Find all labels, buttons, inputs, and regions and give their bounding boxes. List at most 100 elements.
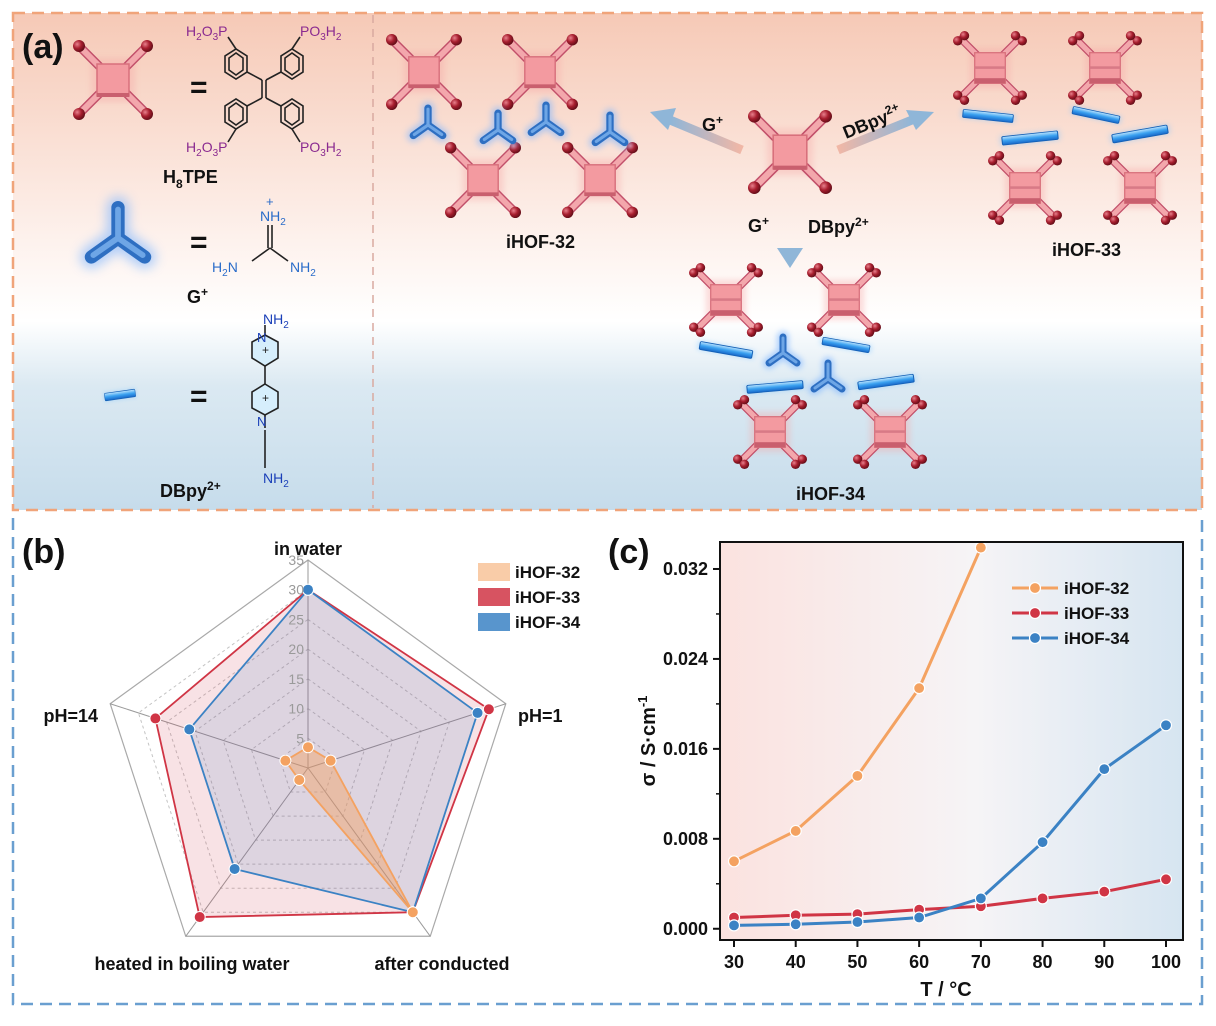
- guanidinium-right-amine: NH2: [290, 259, 316, 279]
- line-legend-label: iHOF-34: [1064, 629, 1130, 648]
- y-tick-label: 0.016: [663, 739, 708, 759]
- phenyl-ring-2: [280, 48, 304, 80]
- line-series-path: [733, 724, 1167, 927]
- dbpy-top-amine: NH2: [263, 311, 289, 331]
- radar-tick-label: 15: [288, 671, 304, 687]
- line-legend-label: iHOF-32: [1064, 579, 1129, 598]
- line-y-axis-label: σ / S·cm-1: [635, 696, 660, 787]
- line-point: [851, 915, 864, 929]
- panel-a-background: [13, 13, 1202, 510]
- g-equals: =: [190, 226, 208, 259]
- radar-grid-ring: [109, 559, 507, 937]
- radar-point: [482, 703, 495, 716]
- line-legend-label: iHOF-33: [1064, 604, 1129, 623]
- line-point: [974, 541, 987, 554]
- h8tpe-label: H8TPE: [163, 167, 218, 191]
- radar-axis-line: [110, 703, 309, 769]
- arrow-to-ihof-32: [650, 108, 744, 155]
- line-legend-marker: [1028, 606, 1042, 620]
- line-legend-marker: [1028, 581, 1042, 595]
- arrow-label-g-down: G+: [748, 214, 769, 236]
- phosphonate-top-right: PO3H2: [300, 23, 342, 43]
- arrow-label-dbpy-down: DBpy2+: [808, 215, 869, 237]
- radar-grid-ring: [166, 618, 450, 889]
- guanidinium-structure-icon: [251, 225, 289, 262]
- ihof-33-label: iHOF-33: [1052, 240, 1121, 260]
- radar-legend-swatch: [478, 563, 510, 581]
- dbpy-bottom-amine: NH2: [263, 470, 289, 490]
- ihof-32-label: iHOF-32: [506, 232, 575, 252]
- x-tick-label: 60: [909, 952, 929, 972]
- line-legend-marker: [1028, 631, 1042, 645]
- line-point: [789, 918, 802, 931]
- line-x-axis-label: T / °C: [920, 979, 971, 1001]
- x-tick-label: 50: [847, 952, 867, 972]
- radar-point: [293, 774, 306, 787]
- x-tick-label: 90: [1094, 952, 1114, 972]
- radar-axis-label: pH=14: [43, 706, 98, 726]
- radar-point: [302, 583, 314, 596]
- radar-axis-line: [185, 767, 309, 937]
- y-tick-label: 0.000: [663, 919, 708, 939]
- radar-tick-label: 35: [288, 552, 304, 568]
- radar-axis-label: after conducted: [374, 954, 509, 974]
- dbpy-label: DBpy2+: [160, 479, 221, 501]
- line-point: [974, 892, 987, 905]
- line-point: [789, 824, 802, 838]
- radar-legend-label: iHOF-32: [515, 563, 580, 582]
- line-point: [913, 682, 926, 695]
- dbpy-top-plus: +: [262, 343, 269, 357]
- radar-legend-swatch: [478, 613, 510, 631]
- phenyl-ring-3: [224, 98, 248, 130]
- radar-point: [228, 862, 241, 875]
- y-tick-label: 0.024: [663, 649, 708, 669]
- line-point: [913, 911, 926, 924]
- line-point: [1036, 892, 1049, 905]
- tpe-equals: =: [190, 71, 208, 104]
- arrow-to-ihof-34: [777, 196, 803, 268]
- radar-series: [149, 583, 495, 924]
- radar-axis-label: in water: [274, 539, 342, 559]
- panel-a-label: (a): [22, 28, 64, 66]
- radar-tick-label: 30: [288, 582, 304, 598]
- line-point: [1159, 719, 1173, 732]
- radar-point: [193, 911, 206, 924]
- panel-a: (a) =: [11, 11, 1204, 512]
- dbpy-bottom-plus: +: [262, 391, 269, 405]
- line-point: [1098, 763, 1111, 776]
- line-legend: iHOF-32 iHOF-33 iHOF-34: [1012, 579, 1130, 648]
- y-tick-label: 0.032: [663, 559, 708, 579]
- radar-point: [149, 712, 162, 725]
- radar-tick-label: 10: [288, 701, 304, 717]
- dbpy-top-n: N: [257, 330, 266, 345]
- radar-series-area: [188, 588, 479, 914]
- line-series: [727, 541, 1173, 932]
- radar-point: [183, 723, 196, 736]
- line-plot-background: [720, 542, 1183, 940]
- g-label: G+: [187, 285, 208, 307]
- phosphonate-bottom-right: PO3H2: [300, 139, 342, 159]
- panel-b-label: (b): [22, 533, 65, 571]
- dbpy-bottom-n: N: [257, 414, 266, 429]
- radar-legend-swatch: [478, 588, 510, 606]
- radar-legend-label: iHOF-34: [515, 613, 581, 632]
- guanidinium-plus: +: [266, 194, 274, 209]
- panel-c-label: (c): [608, 533, 650, 571]
- line-plot-frame: [719, 541, 1184, 941]
- guanidinium-top-amine: NH2: [260, 208, 286, 228]
- radar-tick-label: 25: [288, 611, 304, 627]
- phosphonate-top-left: H2O3P: [186, 23, 227, 43]
- panel-a-frame: [11, 11, 1204, 512]
- radar-point: [406, 906, 419, 919]
- arrow-label-g-left: G+: [702, 113, 723, 135]
- phenyl-ring-4: [280, 98, 304, 130]
- y-tick-label: 0.008: [663, 829, 708, 849]
- dbpy-equals: =: [190, 380, 208, 413]
